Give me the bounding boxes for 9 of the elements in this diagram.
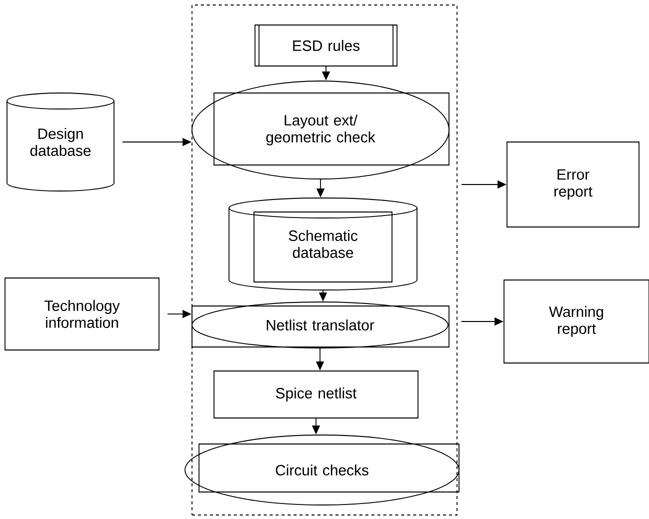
database-cylinder: Schematic database: [228, 198, 418, 290]
dashed-boundary: [192, 4, 458, 516]
output-box: Error report: [506, 142, 640, 228]
output-box: Warning report: [504, 280, 649, 364]
process-box: Spice netlist: [214, 370, 418, 418]
node-label: Design database: [30, 128, 91, 156]
input-box: Technology information: [4, 278, 160, 350]
rules-box: ESD rules: [254, 24, 398, 66]
database-cylinder: Design database: [6, 92, 114, 192]
